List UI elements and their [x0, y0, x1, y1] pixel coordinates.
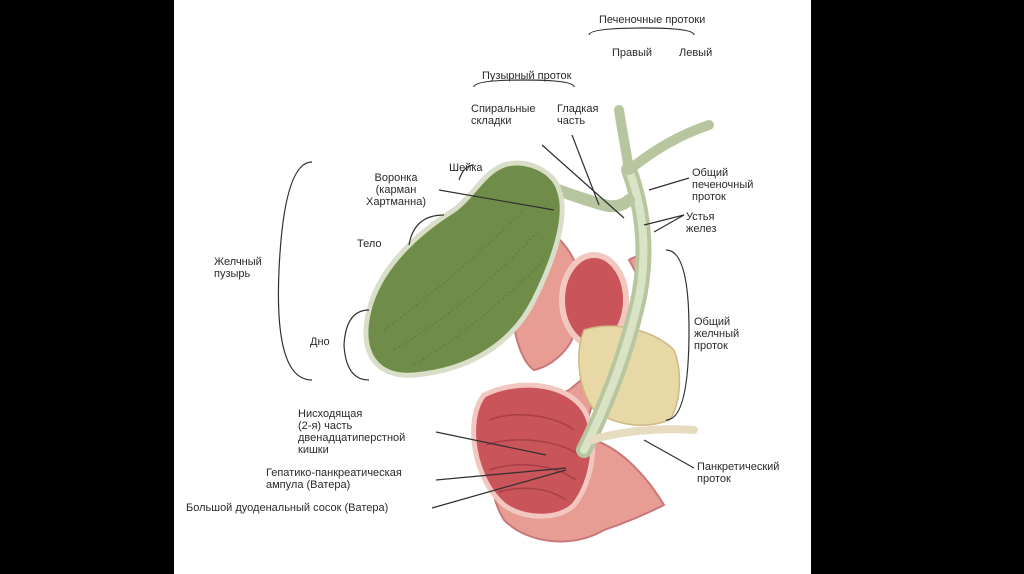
label-left: Левый	[679, 47, 713, 59]
label-common-hepatic-duct: Общий печеночный проток	[692, 167, 754, 203]
label-smooth-part: Гладкая часть	[557, 103, 599, 127]
label-gallbladder: Желчный пузырь	[214, 256, 262, 280]
gallbladder-texture	[383, 209, 545, 366]
label-hepatic-ducts: Печеночные протоки	[599, 14, 706, 26]
label-neck: Шейка	[449, 162, 483, 174]
label-hepatopancreatic-ampulla: Гепатико-панкреатическая ампула (Ватера)	[266, 467, 402, 491]
label-spiral-folds: Спиральные складки	[471, 103, 536, 127]
label-major-papilla: Большой дуоденальный сосок (Ватера)	[186, 502, 389, 514]
duodenum-mucosa-folds	[485, 414, 580, 501]
label-duodenum-descending: Нисходящая (2-я) часть двенадцатиперстно…	[298, 408, 406, 456]
label-right: Правый	[612, 47, 653, 59]
slide: Печеночные протоки Правый Левый Пузырный…	[174, 0, 811, 574]
label-common-bile-duct: Общий желчный проток	[694, 316, 740, 352]
bracket-lines	[277, 27, 695, 509]
label-gland-orifices: Устья желез	[686, 211, 717, 235]
label-pancreatic-duct: Панкретический проток	[697, 461, 780, 485]
gallbladder	[363, 160, 565, 378]
label-fundus: Дно	[310, 336, 330, 348]
pancreatic-duct	[588, 425, 698, 444]
left-hepatic-duct	[624, 120, 714, 175]
right-hepatic-duct	[614, 105, 634, 175]
label-body: Тело	[357, 238, 382, 250]
label-cystic-duct: Пузырный проток	[482, 70, 572, 82]
anatomy-illustration	[277, 27, 714, 543]
duodenum-lower-lumen	[471, 382, 596, 519]
common-bile-duct-inner	[580, 166, 648, 454]
label-infundibulum: Воронка (карман Хартманна)	[366, 172, 426, 208]
